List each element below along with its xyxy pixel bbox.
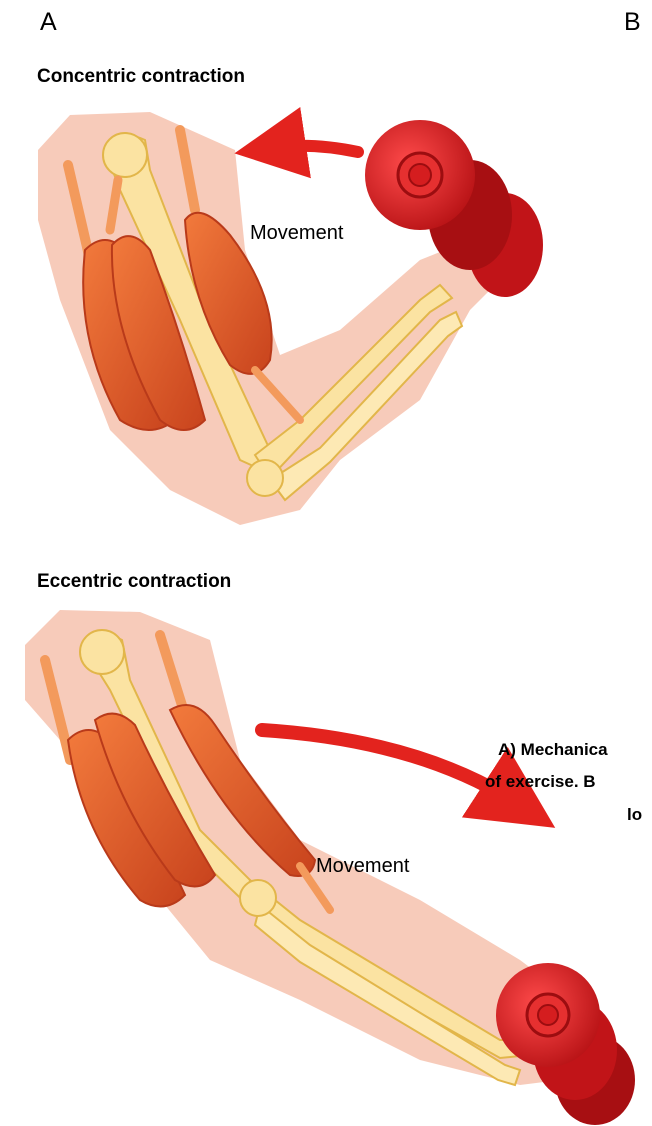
concentric-title: Concentric contraction xyxy=(37,66,245,88)
concentric-movement-arrow xyxy=(270,146,358,152)
concentric-movement-label: Movement xyxy=(250,222,343,245)
eccentric-movement-arrow xyxy=(262,730,520,805)
eccentric-title: Eccentric contraction xyxy=(37,571,231,593)
concentric-arm xyxy=(38,112,543,525)
panel-label-a: A xyxy=(40,8,57,37)
panel-label-b: B xyxy=(624,8,641,37)
eccentric-dumbbell xyxy=(496,963,635,1125)
caption-line-2: of exercise. B xyxy=(485,772,596,792)
eccentric-movement-label: Movement xyxy=(316,855,409,878)
caption-line-1: A) Mechanica xyxy=(498,740,608,760)
caption-line-3: lo xyxy=(627,805,642,825)
